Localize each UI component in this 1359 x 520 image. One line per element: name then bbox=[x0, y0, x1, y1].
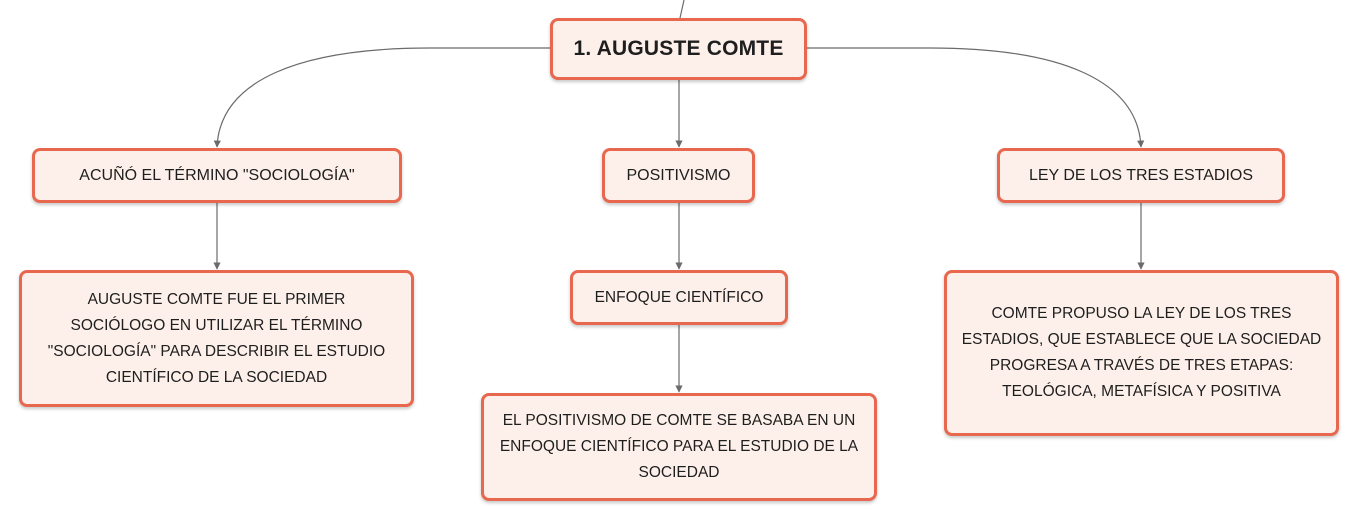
detail-positivismo-description[interactable]: EL POSITIVISMO DE COMTE SE BASABA EN UN … bbox=[481, 393, 877, 501]
branch-label: POSITIVISMO bbox=[626, 166, 731, 184]
detail-text: EL POSITIVISMO DE COMTE SE BASABA EN UN … bbox=[499, 412, 859, 481]
detail-text: COMTE PROPUSO LA LEY DE LOS TRES ESTADIO… bbox=[961, 305, 1322, 400]
detail-sociologia-description[interactable]: AUGUSTE COMTE FUE EL PRIMER SOCIÓLOGO EN… bbox=[19, 270, 414, 407]
branch-label: LEY DE LOS TRES ESTADIOS bbox=[1028, 166, 1254, 184]
detail-text: AUGUSTE COMTE FUE EL PRIMER SOCIÓLOGO EN… bbox=[47, 290, 386, 386]
root-topic-auguste-comte[interactable]: 1. AUGUSTE COMTE bbox=[550, 18, 807, 80]
connector-parent-to-root bbox=[679, 0, 685, 19]
branch-positivismo[interactable]: POSITIVISMO bbox=[602, 148, 755, 203]
detail-tres-estadios-description[interactable]: COMTE PROPUSO LA LEY DE LOS TRES ESTADIO… bbox=[944, 270, 1339, 436]
subtopic-enfoque-cientifico[interactable]: ENFOQUE CIENTÍFICO bbox=[570, 270, 788, 325]
branch-label: ACUÑÓ EL TÉRMINO "SOCIOLOGÍA" bbox=[79, 166, 355, 184]
connector-root-to-sociologia bbox=[213, 47, 551, 148]
subtopic-label: ENFOQUE CIENTÍFICO bbox=[594, 288, 764, 306]
connector-root-to-tres-estadios bbox=[807, 47, 1145, 148]
branch-acuno-termino-sociologia[interactable]: ACUÑÓ EL TÉRMINO "SOCIOLOGÍA" bbox=[32, 148, 402, 203]
root-topic-label: 1. AUGUSTE COMTE bbox=[573, 37, 784, 60]
branch-ley-tres-estadios[interactable]: LEY DE LOS TRES ESTADIOS bbox=[997, 148, 1285, 203]
